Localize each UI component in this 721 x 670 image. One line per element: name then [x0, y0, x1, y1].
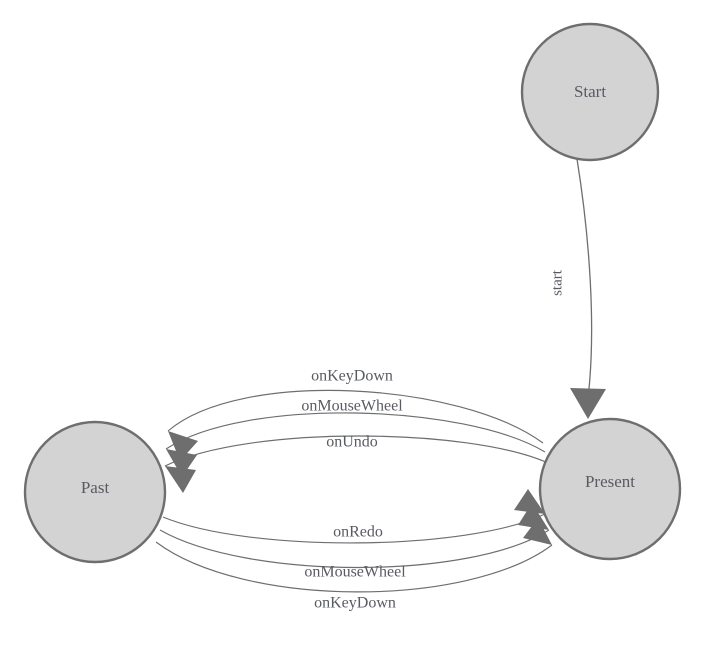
- arrow-head-icon: [165, 466, 196, 493]
- edge-path: [162, 513, 546, 544]
- edge-path: [159, 529, 550, 568]
- node-past[interactable]: Past: [23, 420, 167, 564]
- arrow-head-icon: [523, 518, 552, 545]
- edge-label: onMouseWheel: [304, 564, 406, 581]
- node-label: Start: [574, 82, 606, 101]
- node-shape: [23, 420, 167, 564]
- edge-group-present-to-past: onKeyDown onMouseWheel onUndo: [164, 368, 549, 493]
- edge-label: onRedo: [333, 524, 383, 541]
- edge-path: [576, 158, 593, 399]
- node-label: Present: [585, 472, 635, 491]
- edge-label: onMouseWheel: [301, 398, 403, 415]
- edge-path: [165, 412, 546, 453]
- edge-past-present-onmousewheel[interactable]: onMouseWheel: [159, 503, 550, 581]
- arrow-head-icon: [514, 489, 545, 514]
- edge-present-past-onundo[interactable]: onUndo: [164, 434, 549, 493]
- edge-label: onKeyDown: [311, 368, 393, 385]
- edge-label: onKeyDown: [314, 595, 396, 612]
- edge-past-present-onkeydown[interactable]: onKeyDown: [155, 518, 553, 612]
- node-shape: [520, 22, 660, 162]
- edge-past-present-onredo[interactable]: onRedo: [162, 489, 546, 544]
- arrow-head-icon: [570, 388, 606, 419]
- edge-label: onUndo: [326, 434, 378, 451]
- arrow-head-icon: [168, 431, 198, 461]
- node-shape: [538, 417, 682, 561]
- arrow-head-icon: [518, 503, 549, 530]
- node-label: Past: [81, 478, 110, 497]
- edge-path: [167, 389, 544, 444]
- node-start[interactable]: Start: [520, 22, 660, 162]
- edge-path: [155, 541, 553, 593]
- edge-present-past-onkeydown[interactable]: onKeyDown: [167, 368, 544, 461]
- edge-path: [164, 435, 549, 467]
- edge-start-to-present[interactable]: start: [549, 158, 606, 419]
- edge-label: start: [549, 269, 565, 296]
- edge-group-past-to-present: onRedo onMouseWheel onKeyDown: [155, 489, 553, 612]
- node-present[interactable]: Present: [538, 417, 682, 561]
